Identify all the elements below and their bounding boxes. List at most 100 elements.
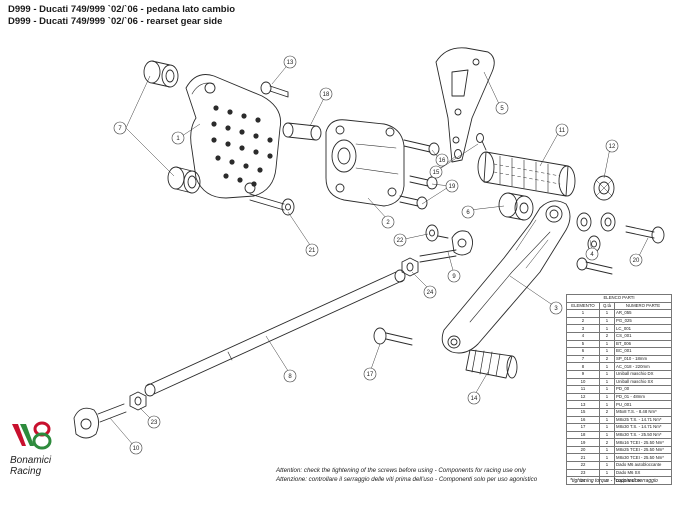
callout-label: 10 [133,446,140,452]
washer-part [576,212,616,253]
part-number: M5x8 T.S. - 8.48 Nm* [614,407,672,417]
callout-21: 21 [305,243,319,257]
uniball-part [73,403,127,439]
part-number: M8x30 TCEI - 25.50 Nm* [614,453,672,463]
bolt-part [625,225,665,244]
leader-lines [109,61,649,447]
header-element: ELEMENTO [566,301,600,311]
uniball-part [419,224,473,263]
part-number: PU_001 [614,400,672,409]
part-number: AR_055 [614,309,672,318]
callout-13: 13 [283,55,297,69]
warning-italian: Attenzione: controllare il serraggio del… [276,476,538,483]
header-part-number: NUMERO PARTE [614,301,672,311]
callout-label: 1 [176,136,180,142]
part-quantity: 2 [599,438,615,447]
callout-label: 23 [151,420,158,426]
part-element: 11 [566,385,600,394]
part-quantity: 1 [599,362,615,371]
part-number: PD_00 [614,385,672,394]
spacer-part [167,166,201,194]
callout-label: 13 [287,60,294,66]
callout-label: 4 [590,252,594,258]
part-number: LC_001 [614,324,672,333]
callout-19: 19 [445,179,459,193]
part-quantity: 1 [599,324,615,333]
callout-14: 14 [467,391,481,405]
part-quantity: 1 [599,347,615,356]
part-number: M8x16 TCEI - 25.50 Nm* [614,438,672,447]
bolt-part [260,81,289,98]
part-number: Dado M6 autobloccante [614,461,672,470]
hub-part [325,119,405,207]
title-italian: D999 - Ducati 749/999 `02/`06 - pedana l… [8,4,236,15]
callout-label: 18 [323,92,330,98]
callout-6: 6 [461,205,475,219]
part-number: CS_001 [614,331,672,341]
callout-22: 22 [393,233,407,247]
callout-3: 3 [549,301,563,315]
callout-4: 4 [585,247,599,261]
callout-label: 16 [439,158,446,164]
callout-11: 11 [555,123,569,137]
callout-label: 19 [449,184,456,190]
part-element: 6 [566,347,600,356]
part-quantity: 1 [599,385,615,394]
part-number: M8x25 T.S. - 14.71 Nm* [614,415,672,425]
part-element: 13 [566,400,600,409]
part-element: 23 [566,468,600,478]
part-number: Uniball maschio DX [614,369,672,379]
part-quantity: 1 [599,316,615,326]
screw-part [454,133,487,159]
callout-9: 9 [447,269,461,283]
nut-part [401,257,419,277]
part-element: 1 [566,309,600,318]
screw-part [399,175,438,210]
parts-table-title: ELENCO PARTI [566,294,672,303]
callout-label: 3 [554,306,558,312]
peg-end-cap-part [593,175,615,201]
heel-guard-part [435,47,495,163]
title-english: D999 - Ducati 749/999 `02/`06 - rearset … [8,16,223,27]
torque-note: *tightening torque - *coppia di serraggi… [570,478,658,484]
callout-label: 20 [633,258,640,264]
part-number: PG_025 [614,316,672,326]
brand-subname: Racing [10,466,42,477]
part-element: 12 [566,392,600,402]
part-number: PD_01 - 48mm [614,392,672,402]
callout-label: 7 [118,126,122,132]
callout-label: 17 [367,372,374,378]
part-element: 7 [566,354,600,364]
callout-label: 6 [466,210,470,216]
callout-23: 23 [147,415,161,429]
bolt-part [373,327,413,346]
part-element: 2 [566,316,600,326]
callout-label: 8 [288,374,292,380]
gear-lever-part [441,200,571,354]
part-element: 18 [566,430,600,440]
callout-label: 15 [433,170,440,176]
callout-12: 12 [605,139,619,153]
part-quantity: 1 [599,377,615,387]
part-element: 17 [566,423,600,432]
callout-2: 2 [381,215,395,229]
bolt-part [576,257,613,275]
